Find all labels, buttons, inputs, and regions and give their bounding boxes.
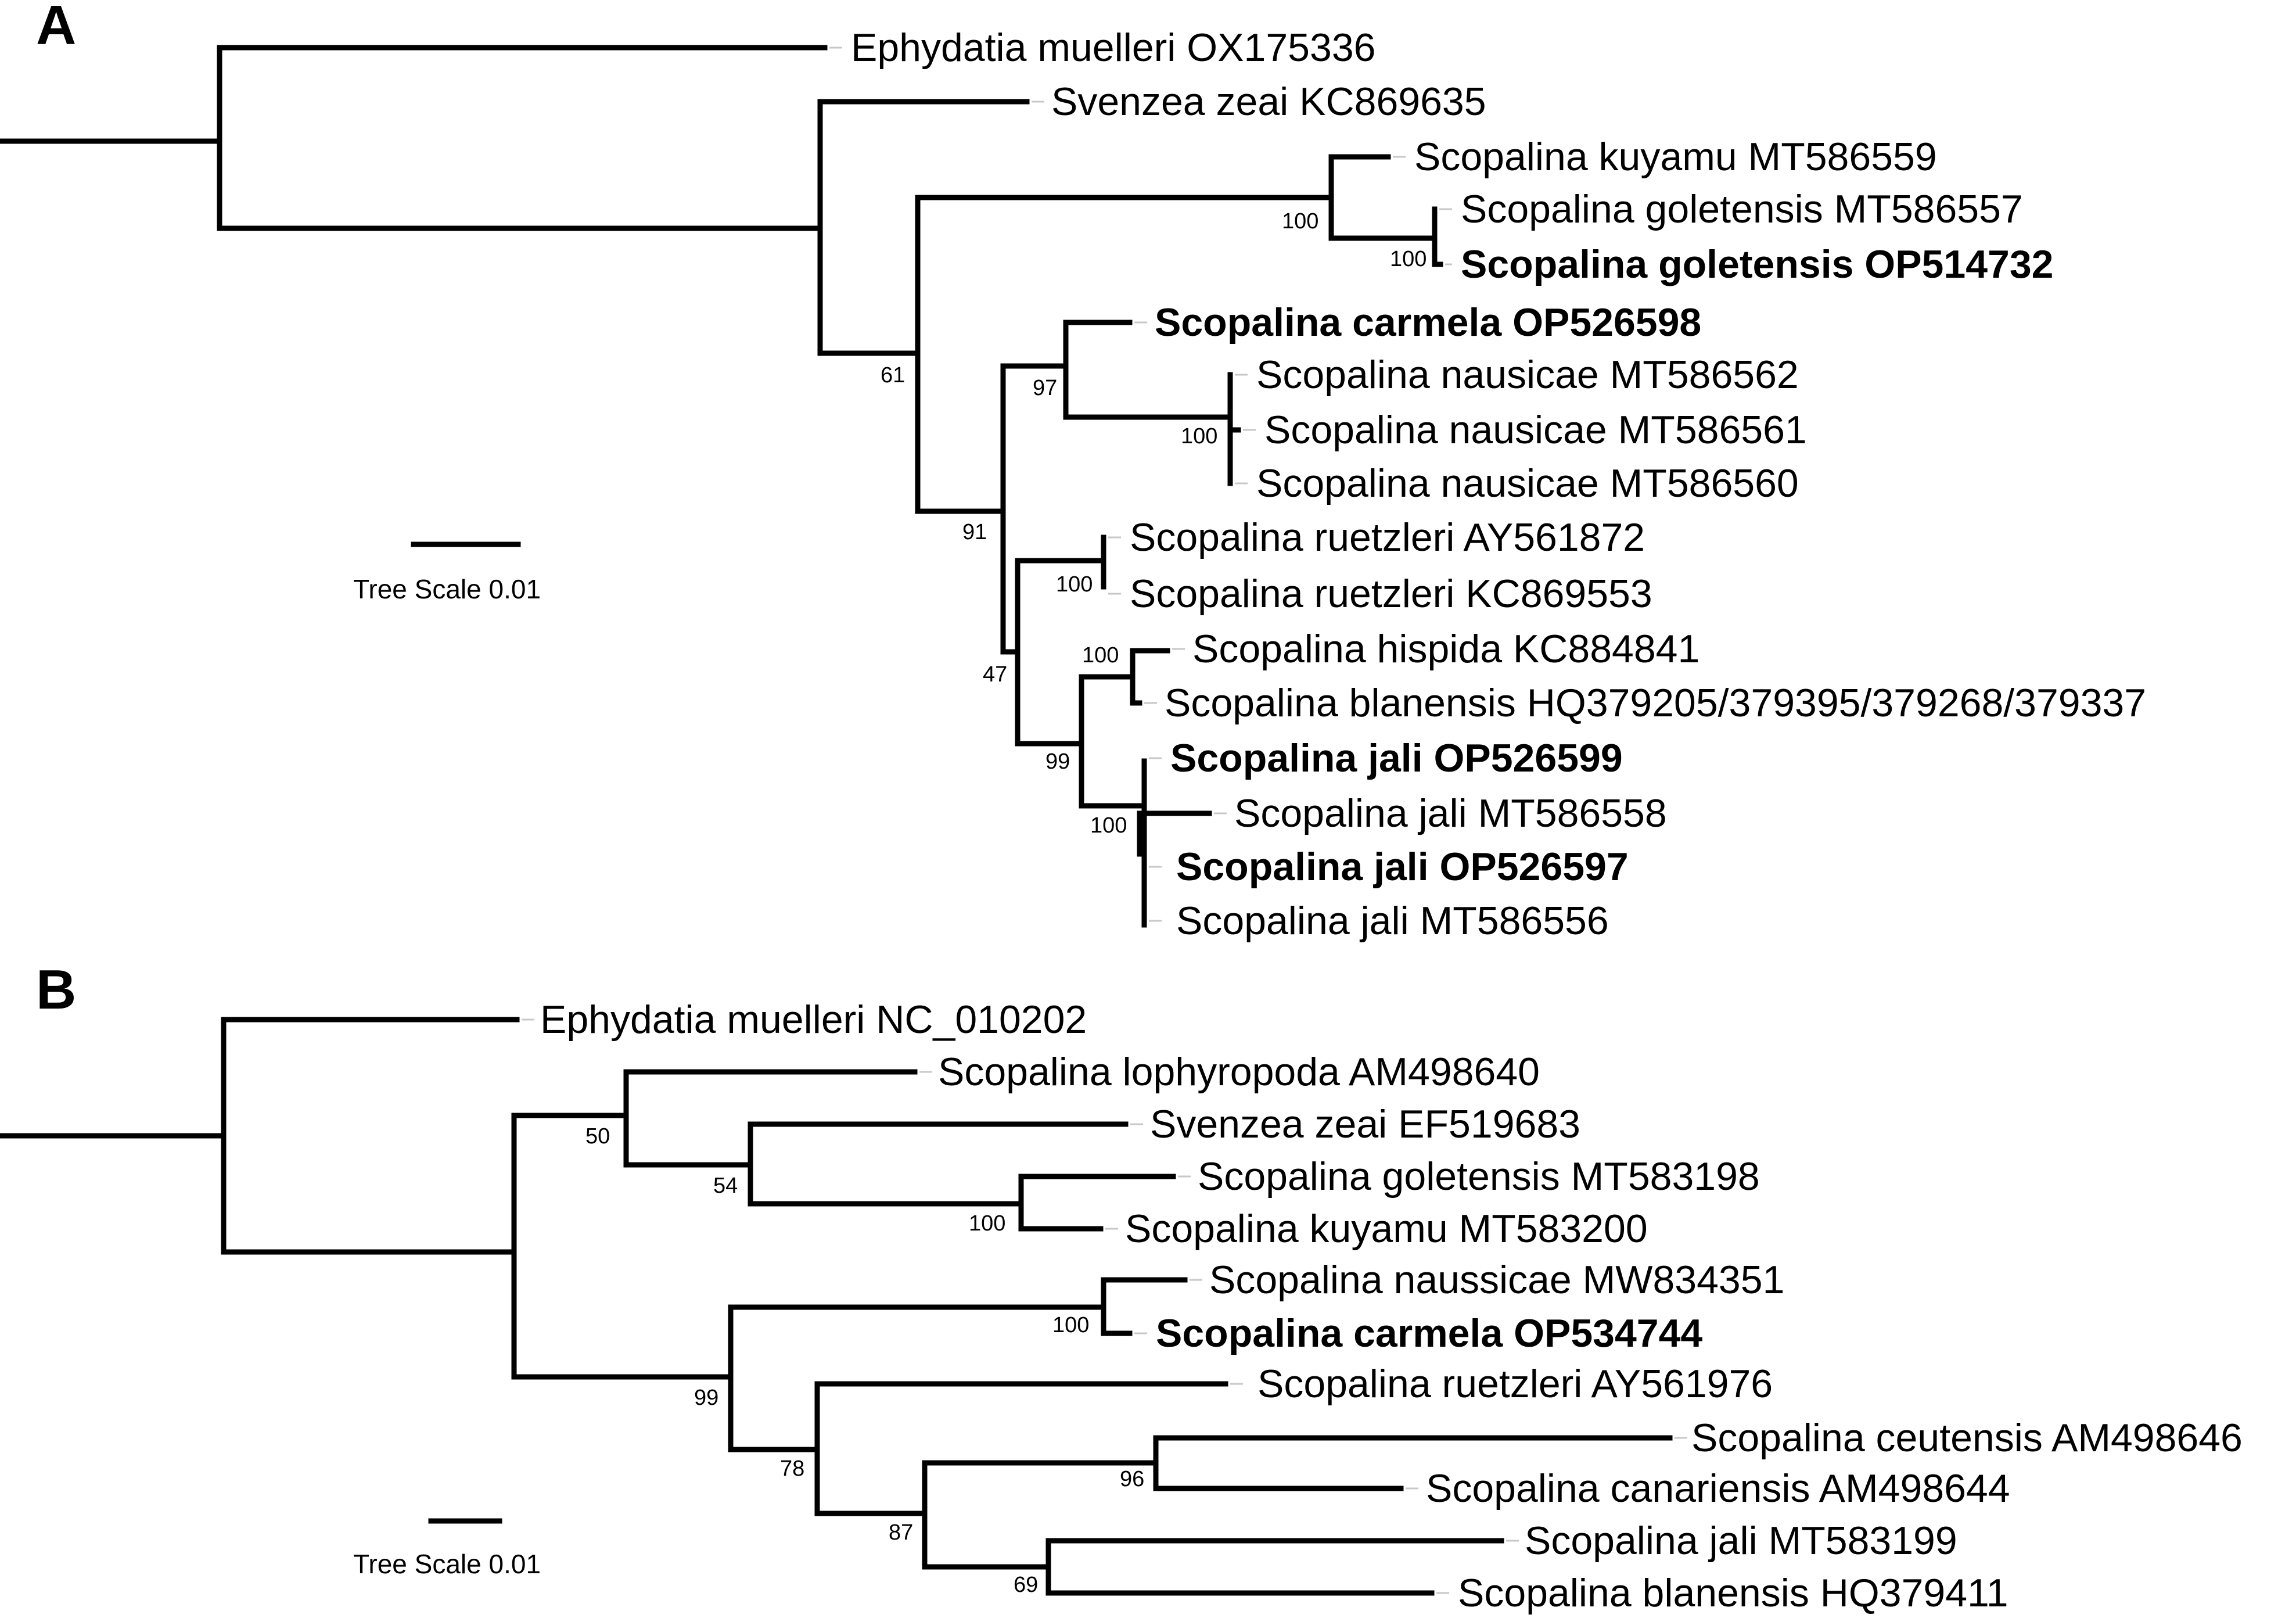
taxon-label: Scopalina carmela OP534744 — [1156, 1311, 1702, 1355]
taxon-label: Scopalina jali MT586558 — [1234, 791, 1667, 835]
taxon-label: Scopalina ruetzleri AY561872 — [1130, 515, 1645, 559]
taxon-label: Ephydatia muelleri OX175336 — [851, 26, 1375, 70]
support-value: 69 — [1014, 1573, 1038, 1597]
support-value: 100 — [1052, 1313, 1089, 1337]
taxon-label: Svenzea zeai EF519683 — [1150, 1102, 1580, 1146]
taxon-label: Scopalina blanensis HQ379411 — [1458, 1571, 2008, 1615]
scale-bar-label: Tree Scale 0.01 — [353, 1549, 541, 1579]
taxon-label: Scopalina lophyropoda AM498640 — [938, 1050, 1540, 1094]
support-value: 61 — [881, 363, 905, 388]
support-value: 91 — [962, 520, 987, 544]
taxon-label: Scopalina nausicae MT586561 — [1264, 408, 1807, 452]
panel-a-scale-bar: Tree Scale 0.01 — [353, 541, 541, 604]
taxon-label: Scopalina ceutensis AM498646 — [1691, 1416, 2243, 1460]
support-value: 100 — [1181, 424, 1217, 449]
panel-b-scale-bar: Tree Scale 0.01 — [353, 1518, 541, 1579]
panel-b-taxa: Ephydatia muelleri NC_010202 Scopalina l… — [540, 998, 2243, 1615]
panel-b-label: B — [36, 959, 76, 1021]
taxon-label: Scopalina canariensis AM498644 — [1426, 1466, 2010, 1511]
taxon-label: Ephydatia muelleri NC_010202 — [540, 998, 1087, 1042]
support-value: 87 — [889, 1520, 913, 1545]
taxon-label: Scopalina kuyamu MT583200 — [1125, 1207, 1648, 1251]
support-value: 100 — [1090, 813, 1127, 838]
panel-b-support-values: 50 54 100 100 99 78 96 87 69 — [585, 1124, 1144, 1597]
taxon-label: Scopalina ruetzleri AY561976 — [1257, 1362, 1773, 1406]
taxon-label: Scopalina goletensis MT583198 — [1198, 1154, 1760, 1199]
support-value: 96 — [1120, 1467, 1144, 1491]
taxon-label: Scopalina blanensis HQ379205/379395/3792… — [1165, 681, 2146, 725]
panel-a-leaders — [829, 46, 1452, 922]
support-value: 47 — [983, 662, 1007, 687]
taxon-label: Scopalina carmela OP526598 — [1155, 300, 1701, 345]
support-value: 78 — [780, 1456, 804, 1481]
taxon-label: Scopalina ruetzleri KC869553 — [1130, 572, 1652, 616]
panel-b-branches — [0, 1017, 1673, 1596]
taxon-label: Scopalina nausicae MT586562 — [1256, 353, 1799, 397]
support-value: 97 — [1033, 376, 1057, 400]
taxon-label: Scopalina jali MT586556 — [1176, 899, 1609, 943]
panel-a: A — [0, 0, 2146, 943]
support-value: 100 — [1082, 643, 1119, 668]
taxon-label: Scopalina jali OP526597 — [1176, 845, 1629, 889]
panel-a-support-values: 100 100 61 97 100 91 100 47 100 99 100 — [881, 209, 1427, 838]
support-value: 50 — [585, 1124, 610, 1149]
scale-bar-label: Tree Scale 0.01 — [353, 574, 541, 604]
taxon-label: Scopalina hispida KC884841 — [1192, 627, 1699, 671]
taxon-label: Svenzea zeai KC869635 — [1051, 80, 1486, 124]
support-value: 100 — [969, 1211, 1005, 1236]
panel-a-label: A — [36, 0, 76, 56]
support-value: 100 — [1282, 209, 1318, 234]
panel-a-branches — [0, 45, 1443, 928]
taxon-label: Scopalina goletensis OP514732 — [1461, 242, 2053, 286]
panel-a-taxa: Ephydatia muelleri OX175336 Svenzea zeai… — [851, 26, 2146, 943]
taxon-label: Scopalina goletensis MT586557 — [1461, 187, 2023, 231]
support-value: 54 — [713, 1174, 738, 1198]
taxon-label: Scopalina jali MT583199 — [1525, 1519, 1957, 1563]
support-value: 100 — [1390, 247, 1427, 271]
taxon-label: Scopalina jali OP526599 — [1170, 736, 1623, 780]
support-value: 99 — [1045, 749, 1070, 774]
support-value: 100 — [1056, 572, 1093, 597]
taxon-label: Scopalina naussicae MW834351 — [1209, 1258, 1784, 1302]
panel-b-leaders — [522, 1018, 1687, 1594]
panel-b: B — [0, 959, 2243, 1615]
taxon-label: Scopalina kuyamu MT586559 — [1414, 135, 1937, 179]
taxon-label: Scopalina nausicae MT586560 — [1256, 461, 1799, 505]
support-value: 99 — [694, 1386, 718, 1410]
